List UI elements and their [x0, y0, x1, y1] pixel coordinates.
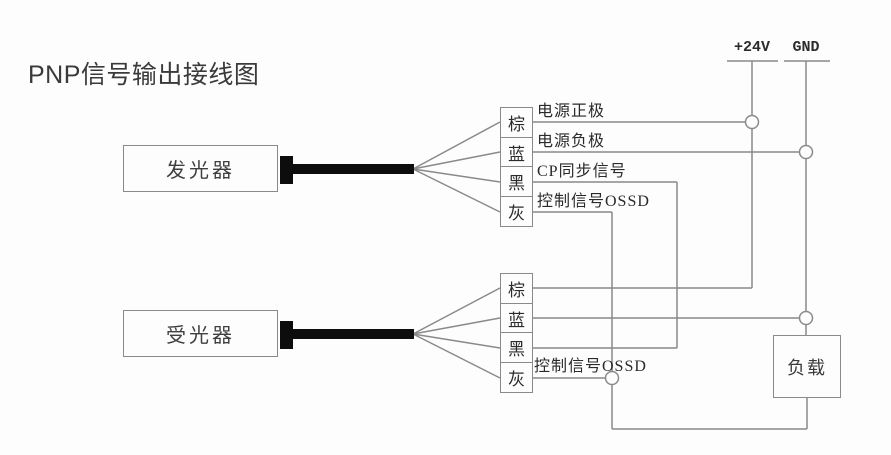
receiver-fan-black: [412, 333, 501, 349]
signal-label-ossd-receiver: 控制信号OSSD: [534, 358, 647, 375]
emitter-fan-black: [412, 168, 501, 183]
signal-label-power-positive: 电源正极: [537, 103, 606, 120]
signal-label-ossd-emitter: 控制信号OSSD: [537, 193, 650, 210]
terminal-receiver-gray: 灰: [500, 361, 533, 393]
emitter-fan-blue: [412, 151, 501, 170]
receiver-cable: [291, 329, 414, 339]
emitter-fan-gray: [412, 168, 501, 213]
signal-label-power-negative: 电源负极: [537, 133, 606, 150]
terminal-emitter-black: 黑: [500, 166, 533, 197]
signal-label-cp-sync: CP同步信号: [537, 163, 627, 180]
terminal-receiver-blue: 蓝: [500, 302, 533, 334]
receiver-terminal-column: 棕 蓝 黑 灰: [500, 273, 533, 393]
emitter-box: 发光器: [123, 145, 278, 192]
emitter-cable-connector: [280, 156, 293, 184]
rail-label-gnd: GND: [792, 39, 820, 56]
diagram-title: PNP信号输出接线图: [28, 61, 260, 89]
emitter-terminal-column: 棕 蓝 黑 灰: [500, 107, 533, 227]
junction-receiver-blue-gnd: [798, 310, 814, 326]
load-label: 负载: [787, 357, 827, 378]
receiver-cable-connector: [280, 321, 293, 349]
terminal-receiver-black: 黑: [500, 332, 533, 363]
rail-label-24v: +24V: [733, 39, 770, 56]
terminal-receiver-brown: 棕: [500, 273, 533, 304]
emitter-label: 发光器: [166, 160, 235, 182]
receiver-label: 受光器: [166, 325, 235, 347]
terminal-emitter-brown: 棕: [500, 107, 533, 138]
receiver-fan-gray: [412, 333, 501, 379]
receiver-fan-blue: [412, 317, 501, 335]
load-box: 负载: [773, 335, 841, 398]
emitter-fan-brown: [412, 121, 501, 170]
terminal-emitter-blue: 蓝: [500, 136, 533, 168]
junction-receiver-gray-ossd: [604, 370, 620, 386]
junction-emitter-brown-24v: [744, 114, 760, 130]
terminal-emitter-gray: 灰: [500, 195, 533, 227]
emitter-cable: [291, 164, 414, 174]
receiver-box: 受光器: [123, 310, 278, 357]
receiver-fan-brown: [412, 287, 501, 335]
junction-emitter-blue-gnd: [798, 144, 814, 160]
